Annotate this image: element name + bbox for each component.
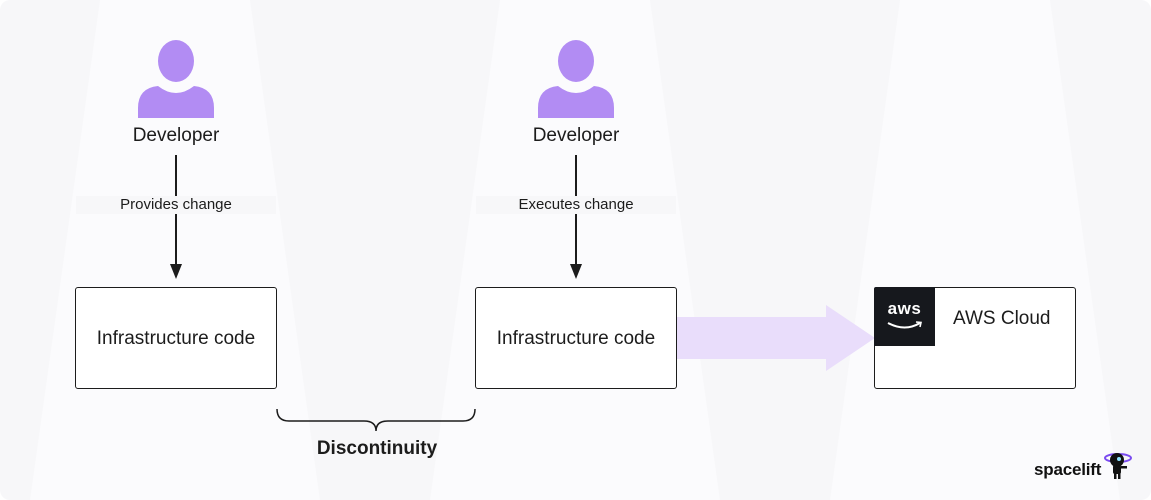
aws-smile-icon [887,321,922,329]
box-label: Infrastructure code [496,328,656,349]
step-label: Provides change [76,196,276,214]
aws-logo-text: aws [887,299,922,318]
box-label: Infrastructure code [96,328,256,349]
person-icon [538,40,614,118]
infrastructure-code-box: Infrastructure code [75,287,277,389]
aws-cloud-label: AWS Cloud [953,308,1051,329]
discontinuity-label: Discontinuity [316,438,438,459]
big-arrow-shaft [676,317,834,359]
big-arrow-icon [676,305,875,371]
astronaut-icon [1104,453,1132,479]
brand-wordmark: spacelift [1034,460,1102,479]
person-icon [138,40,214,118]
step-label: Executes change [476,196,676,214]
aws-cloud-box: aws AWS Cloud [874,287,1076,389]
aws-logo: aws [874,287,935,346]
arrow-down-icon [570,264,582,279]
curly-brace-icon [276,408,476,432]
big-arrow-head [826,305,875,371]
light-beam [830,0,1120,500]
actor-label: Developer [132,125,220,146]
infrastructure-code-box: Infrastructure code [475,287,677,389]
actor-label: Developer [532,125,620,146]
arrow-down-icon [170,264,182,279]
